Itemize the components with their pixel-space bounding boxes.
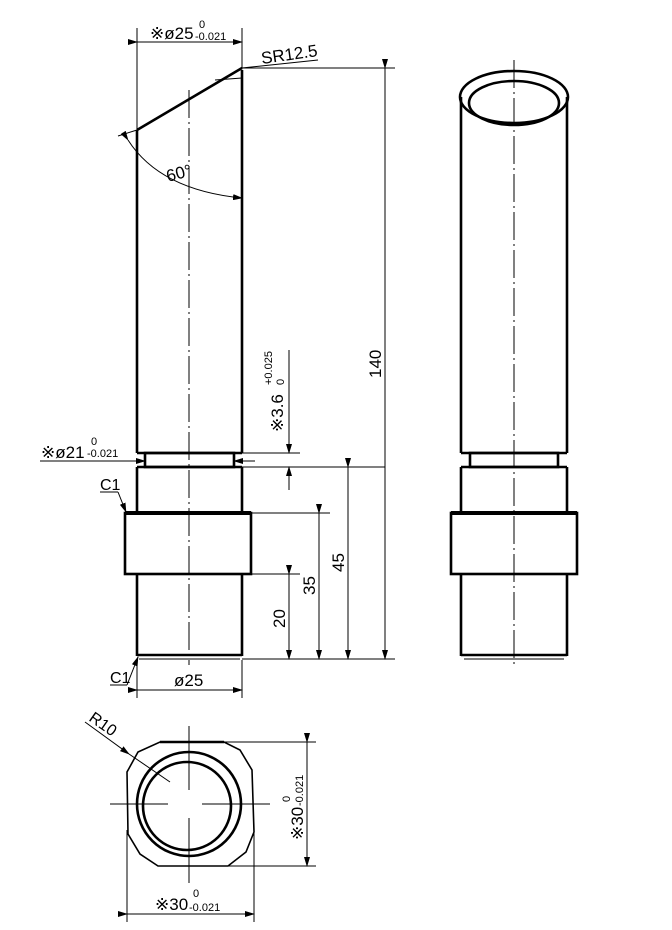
bottom-diameter-label: ø25 bbox=[174, 671, 203, 690]
side-view bbox=[449, 60, 579, 668]
width-label: ※30 bbox=[155, 895, 188, 914]
groove-width-lower-tol: 0 bbox=[275, 379, 287, 385]
height-20-label: 20 bbox=[270, 609, 289, 628]
height-lower-tol: -0.021 bbox=[294, 775, 306, 806]
height-45-label: 45 bbox=[329, 553, 348, 572]
width-upper-tol: 0 bbox=[193, 888, 199, 900]
height-label: ※30 bbox=[288, 807, 307, 840]
width-lower-tol: -0.021 bbox=[189, 902, 220, 914]
top-diameter-lower-tol: -0.021 bbox=[195, 31, 226, 43]
sphere-radius-label: SR12.5 bbox=[260, 41, 319, 68]
groove-width-label: ※3.6 bbox=[268, 394, 287, 432]
top-diameter-upper-tol: 0 bbox=[199, 19, 205, 31]
bottom-view: R10 ※30 0 -0.021 ※30 0 -0.021 bbox=[84, 709, 316, 922]
chamfer-top-label: C1 bbox=[100, 477, 121, 494]
groove-diameter-label: ※ø21 bbox=[41, 443, 85, 462]
chamfer-bottom-label: C1 bbox=[110, 670, 131, 687]
top-diameter-label: ※ø25 bbox=[150, 24, 194, 43]
groove-diameter-lower-tol: -0.021 bbox=[87, 448, 118, 460]
radius-label: R10 bbox=[86, 709, 120, 740]
height-upper-tol: 0 bbox=[281, 796, 293, 802]
groove-diameter-upper-tol: 0 bbox=[91, 436, 97, 448]
height-35-label: 35 bbox=[300, 576, 319, 595]
front-view: ※ø25 0 -0.021 SR12.5 60° ※3.6 +0.025 0 ※… bbox=[40, 19, 395, 698]
groove-width-upper-tol: +0.025 bbox=[263, 351, 275, 385]
height-total-label: 140 bbox=[366, 350, 385, 378]
